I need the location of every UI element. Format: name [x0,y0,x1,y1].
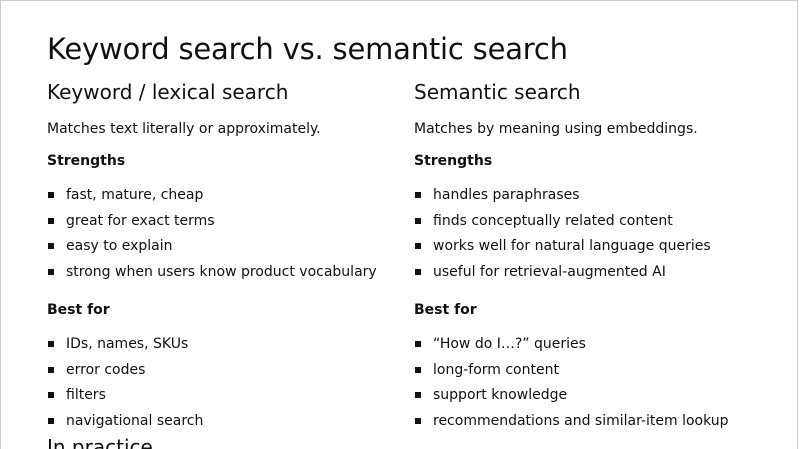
list-item-text: navigational search [66,413,204,430]
square-bullet-icon [415,392,421,399]
square-bullet-icon [415,192,421,198]
keyword-search-heading: Keyword / lexical search [47,80,289,104]
list-item-text: recommendations and similar-item lookup [433,413,729,430]
square-bullet-icon [48,392,54,399]
semantic-best-for-list: “How do I…?” queries long-form content s… [414,334,729,437]
semantic-search-heading: Semantic search [414,80,581,104]
square-bullet-icon [48,243,54,250]
list-item: support knowledge [414,385,729,411]
list-item: error codes [47,360,203,386]
square-bullet-icon [415,418,421,425]
square-bullet-icon [415,243,421,250]
square-bullet-icon [48,269,54,276]
list-item: IDs, names, SKUs [47,334,203,360]
list-item: strong when users know product vocabular… [47,262,377,288]
list-item: fast, mature, cheap [47,185,377,211]
square-bullet-icon [48,192,54,198]
keyword-best-for-list: IDs, names, SKUs error codes filters nav… [47,334,203,437]
semantic-strengths-label: Strengths [414,153,493,169]
keyword-best-for-label: Best for [47,302,110,318]
list-item-text: IDs, names, SKUs [66,336,189,352]
list-item: filters [47,385,203,411]
square-bullet-icon [415,269,421,276]
list-item: finds conceptually related content [414,211,711,237]
semantic-strengths-list: handles paraphrases finds conceptually r… [414,185,711,288]
list-item-text: great for exact terms [66,212,215,229]
semantic-best-for-label: Best for [414,302,477,318]
list-item-text: easy to explain [66,238,173,255]
list-item-text: long-form content [433,361,559,378]
list-item: recommendations and similar-item lookup [414,411,729,437]
list-item: navigational search [47,411,203,437]
list-item-text: handles paraphrases [433,187,580,203]
list-item-text: error codes [66,361,146,378]
list-item-text: strong when users know product vocabular… [66,264,377,281]
square-bullet-icon [415,217,421,224]
list-item: useful for retrieval-augmented AI [414,262,711,288]
list-item-text: useful for retrieval-augmented AI [433,264,666,281]
slide-title: Keyword search vs. semantic search [47,32,568,66]
list-item-text: “How do I…?” queries [433,336,586,352]
square-bullet-icon [48,341,54,347]
keyword-search-description: Matches text literally or approximately. [47,121,321,137]
list-item: works well for natural language queries [414,236,711,262]
square-bullet-icon [48,366,54,373]
list-item: easy to explain [47,236,377,262]
semantic-search-description: Matches by meaning using embeddings. [414,121,698,137]
square-bullet-icon [48,217,54,224]
list-item-text: filters [66,387,106,404]
square-bullet-icon [415,366,421,373]
keyword-strengths-label: Strengths [47,153,126,169]
list-item: great for exact terms [47,211,377,237]
list-item: handles paraphrases [414,185,711,211]
list-item: “How do I…?” queries [414,334,729,360]
next-section-heading: In practice [47,435,153,449]
square-bullet-icon [415,341,421,347]
list-item-text: fast, mature, cheap [66,187,204,203]
list-item-text: finds conceptually related content [433,212,673,229]
list-item-text: support knowledge [433,387,568,404]
keyword-strengths-list: fast, mature, cheap great for exact term… [47,185,377,288]
square-bullet-icon [48,418,54,425]
list-item: long-form content [414,360,729,386]
list-item-text: works well for natural language queries [433,238,711,255]
